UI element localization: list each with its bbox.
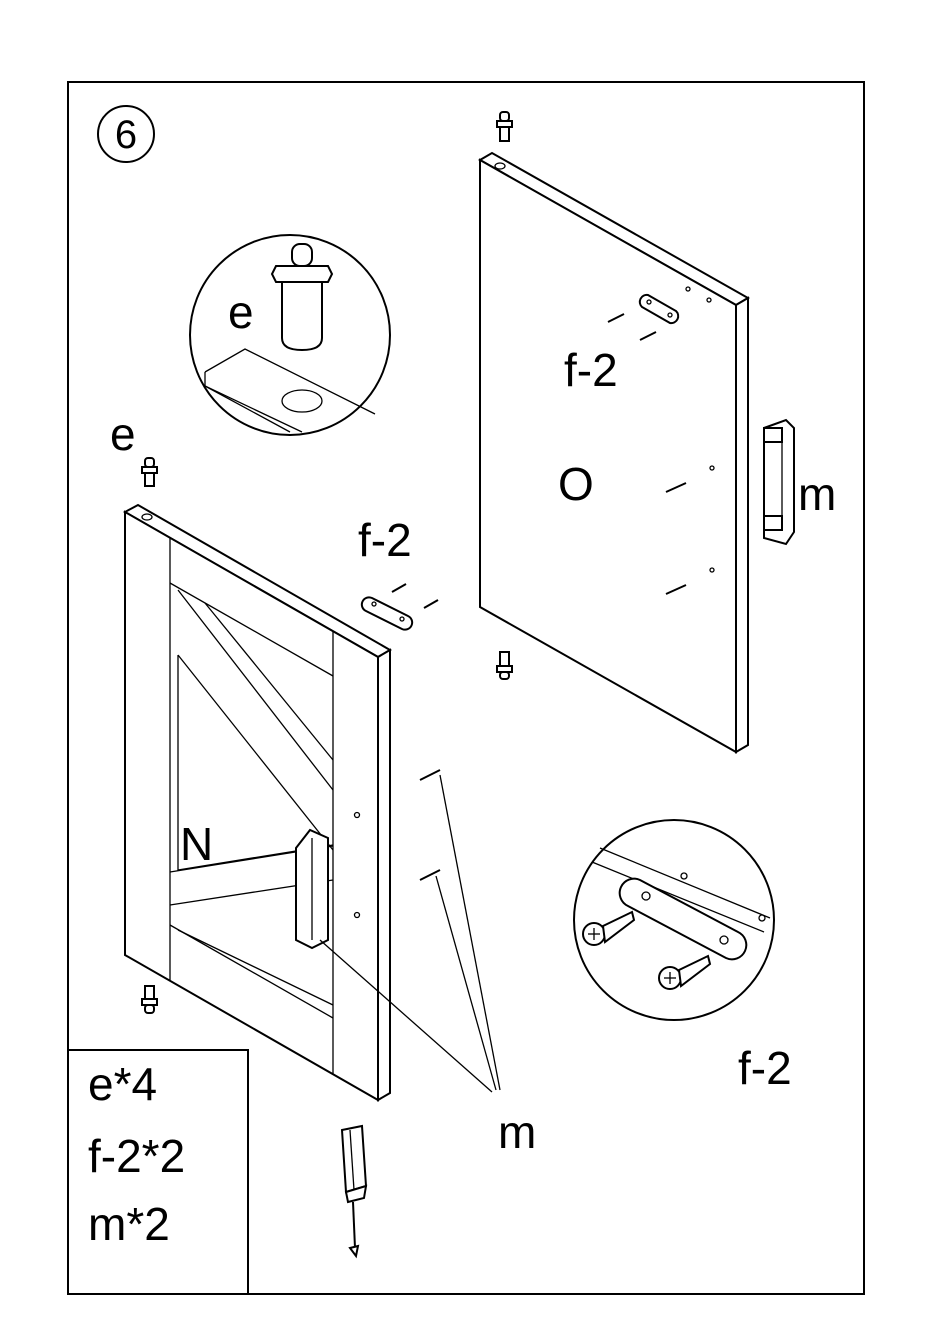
- screw-icon: [420, 770, 440, 880]
- screw-icon: [659, 956, 710, 989]
- parts-list-item: e*4: [88, 1058, 157, 1110]
- peg-icon: [497, 112, 512, 141]
- peg-icon: [272, 244, 332, 350]
- parts-list-item: f-2*2: [88, 1130, 185, 1182]
- handle-icon: [296, 830, 328, 948]
- plate-icon: [362, 597, 412, 629]
- plate-label-f2-top: f-2: [564, 344, 618, 396]
- screw-icon: [583, 912, 634, 945]
- plate-label-f2-detail: f-2: [738, 1042, 792, 1094]
- screwdriver-icon: [342, 1126, 366, 1256]
- peg-icon: [142, 458, 157, 486]
- peg-label-e: e: [110, 408, 136, 460]
- panel-o: O f-2: [480, 112, 748, 752]
- step-badge: 6: [98, 106, 154, 162]
- peg-icon: [497, 652, 512, 679]
- detail-circle-peg: e: [190, 235, 390, 435]
- handle-label-m-right: m: [798, 468, 836, 520]
- parts-list: e*4 f-2*2 m*2: [68, 1050, 248, 1294]
- handle-icon: [764, 420, 794, 544]
- panel-n: N: [125, 458, 390, 1100]
- parts-list-item: m*2: [88, 1198, 170, 1250]
- handle-label-m-bottom: m: [498, 1106, 536, 1158]
- peg-icon: [142, 986, 157, 1013]
- plate-label-f2-left: f-2: [358, 514, 412, 566]
- panel-label-o: O: [558, 458, 594, 510]
- screw-icon: [392, 584, 438, 608]
- step-number: 6: [115, 113, 137, 157]
- detail-circle-plate: [574, 820, 774, 1020]
- detail-label-e: e: [228, 286, 254, 338]
- panel-label-n: N: [180, 818, 213, 870]
